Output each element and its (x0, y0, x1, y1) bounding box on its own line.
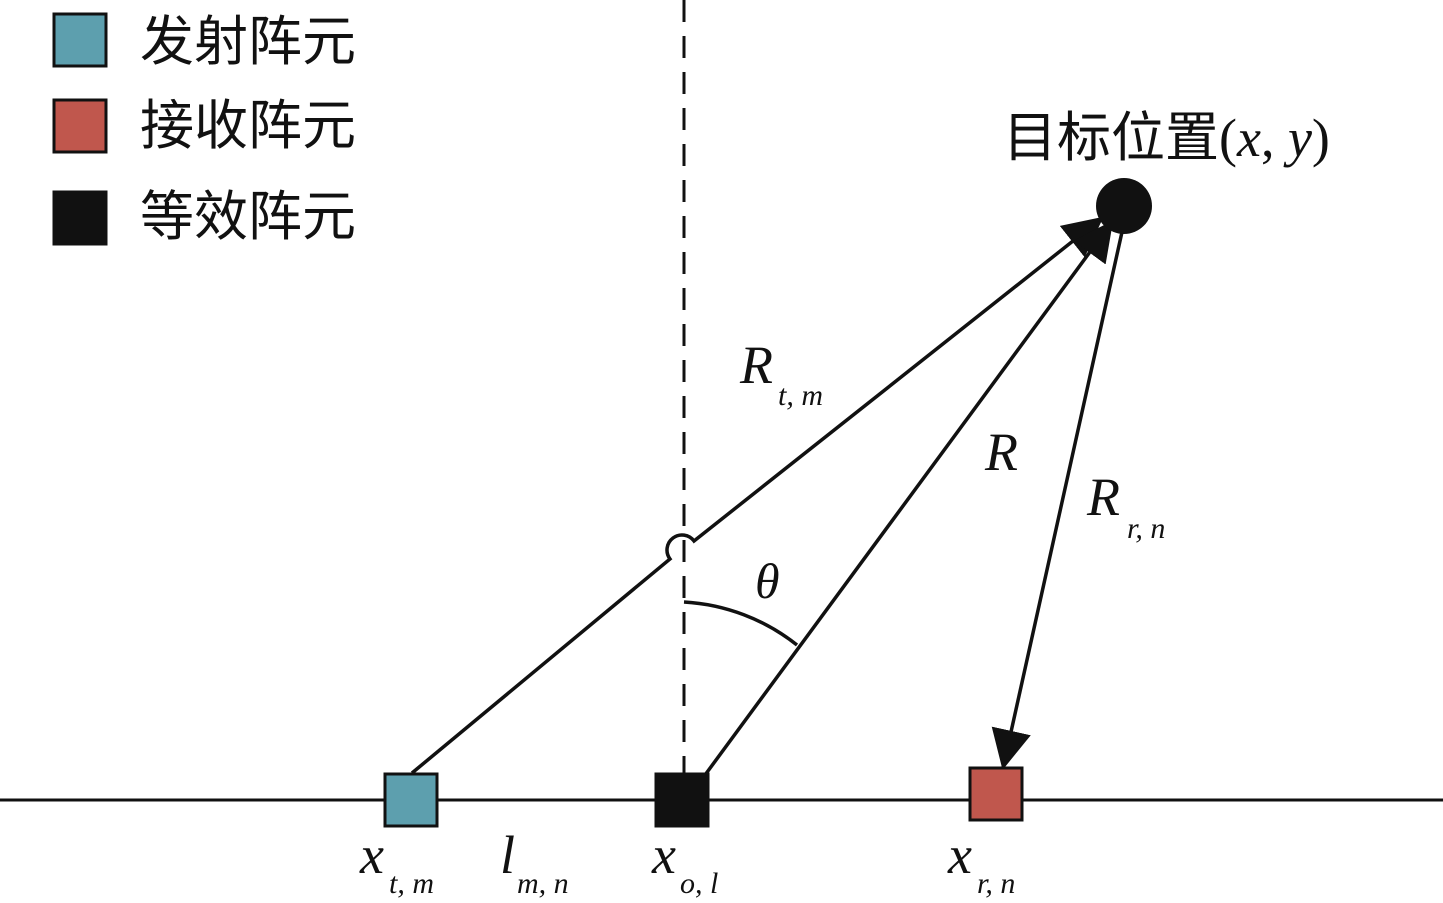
legend-swatch-transmit (52, 12, 108, 68)
label-l-mn-main: l (500, 825, 515, 885)
receive-element (968, 766, 1024, 822)
transmit-element (383, 772, 439, 828)
legend: 发射阵元 接收阵元 等效阵元 (52, 10, 356, 248)
label-x-ol-sub: o, l (680, 867, 718, 900)
path-r-tm (410, 216, 1104, 775)
label-r-rn-main: R (1086, 467, 1120, 527)
label-l-mn-sub: m, n (517, 867, 569, 900)
label-r-tm-sub: t, m (778, 379, 823, 412)
legend-item-transmit: 发射阵元 (52, 10, 356, 73)
theta-angle-arc (683, 600, 799, 647)
path-r-rn (991, 231, 1124, 770)
label-theta-main: θ (755, 553, 780, 609)
target-label-text: 目标位置 (1003, 106, 1219, 169)
target-paren-open: ( (1219, 108, 1237, 168)
label-x-rn-main: x (947, 825, 972, 885)
label-r-tm-main: R (739, 335, 773, 395)
target-paren-close: ) (1312, 108, 1330, 168)
label-l-mn: l m, n (500, 825, 569, 900)
legend-item-receive: 接收阵元 (52, 94, 356, 157)
target-coord-y: y (1283, 108, 1312, 168)
label-r-main: R (984, 422, 1018, 482)
target-coord-x: x (1236, 108, 1261, 168)
legend-swatch-receive (52, 98, 108, 154)
label-theta: θ (755, 553, 780, 609)
label-r: R (984, 422, 1018, 482)
legend-label-receive: 接收阵元 (140, 94, 356, 157)
equivalent-element (654, 772, 710, 828)
label-r-rn: R r, n (1086, 467, 1165, 545)
label-x-tm: x t, m (359, 825, 434, 900)
label-x-tm-sub: t, m (389, 867, 434, 900)
label-x-ol-main: x (651, 825, 676, 885)
label-r-rn-sub: r, n (1127, 512, 1165, 545)
target-label: 目标位置(x, y) (1003, 106, 1330, 169)
legend-swatch-equivalent (52, 190, 108, 246)
label-r-tm: R t, m (739, 335, 823, 412)
target-coord-sep: , (1261, 108, 1288, 168)
path-r (703, 220, 1114, 777)
label-x-tm-main: x (359, 825, 384, 885)
label-x-rn: x r, n (947, 825, 1015, 900)
label-x-rn-sub: r, n (977, 867, 1015, 900)
label-x-ol: x o, l (651, 825, 718, 900)
legend-label-transmit: 发射阵元 (140, 10, 356, 73)
target-point (1096, 178, 1152, 234)
legend-item-equivalent: 等效阵元 (52, 185, 356, 248)
legend-label-equivalent: 等效阵元 (140, 185, 356, 248)
